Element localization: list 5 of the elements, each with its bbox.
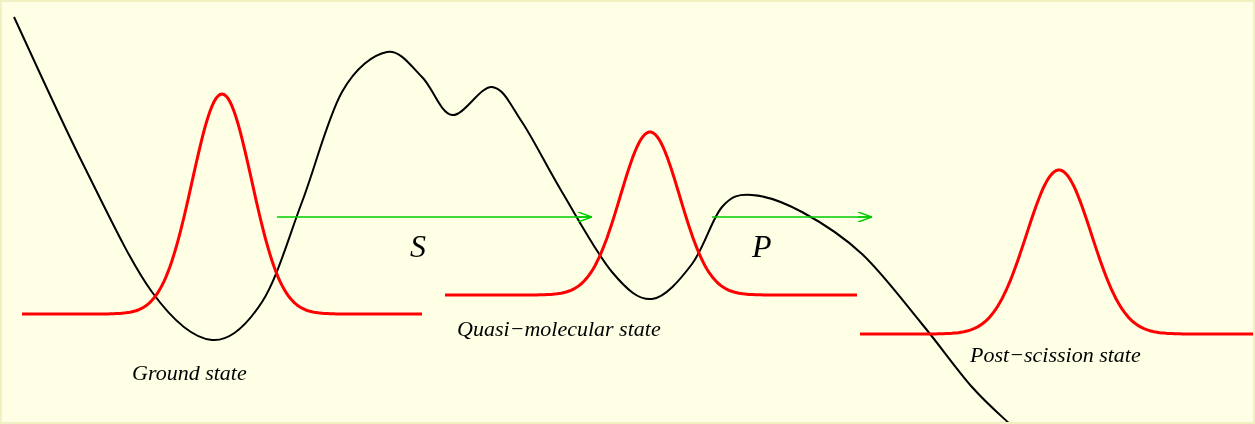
state-label: Ground state bbox=[132, 360, 247, 386]
arrow bbox=[711, 211, 873, 223]
state-label: Quasi−molecular state bbox=[457, 316, 661, 342]
state-label: Post−scission state bbox=[970, 342, 1141, 368]
arrow bbox=[276, 211, 593, 223]
